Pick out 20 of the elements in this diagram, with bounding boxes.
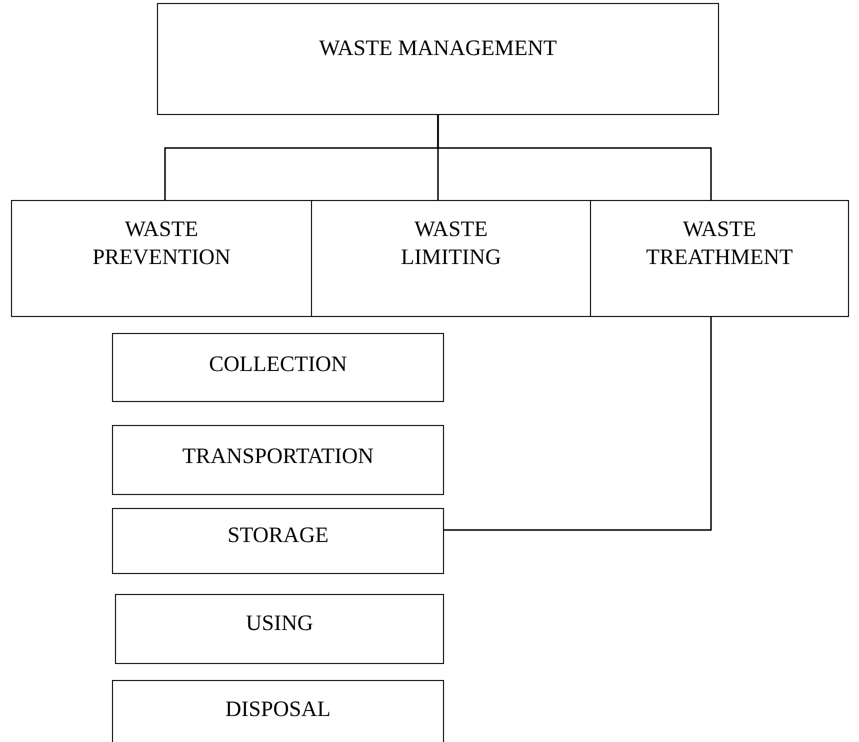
- process-box: [112, 425, 444, 495]
- node-label: USING: [244, 609, 314, 636]
- process-box: [157, 3, 719, 115]
- node-label: STORAGE: [226, 521, 330, 548]
- node-label: WASTE TREATHMENT: [645, 215, 794, 270]
- node-label: COLLECTION: [208, 350, 348, 378]
- node-label: DISPOSAL: [224, 695, 332, 722]
- process-box: [11, 200, 312, 317]
- node-label: WASTE LIMITING: [400, 215, 502, 270]
- process-box: [112, 680, 444, 742]
- process-box: [311, 200, 591, 317]
- node-label: WASTE MANAGEMENT: [318, 34, 558, 62]
- node-label: WASTE PREVENTION: [91, 215, 232, 270]
- process-box: [115, 594, 444, 664]
- connector-line: [444, 317, 712, 531]
- connector-line: [437, 115, 712, 200]
- node-label: TRANSPORTATION: [181, 442, 375, 470]
- process-box: [112, 333, 444, 402]
- process-box: [590, 200, 849, 317]
- process-box: [112, 508, 444, 574]
